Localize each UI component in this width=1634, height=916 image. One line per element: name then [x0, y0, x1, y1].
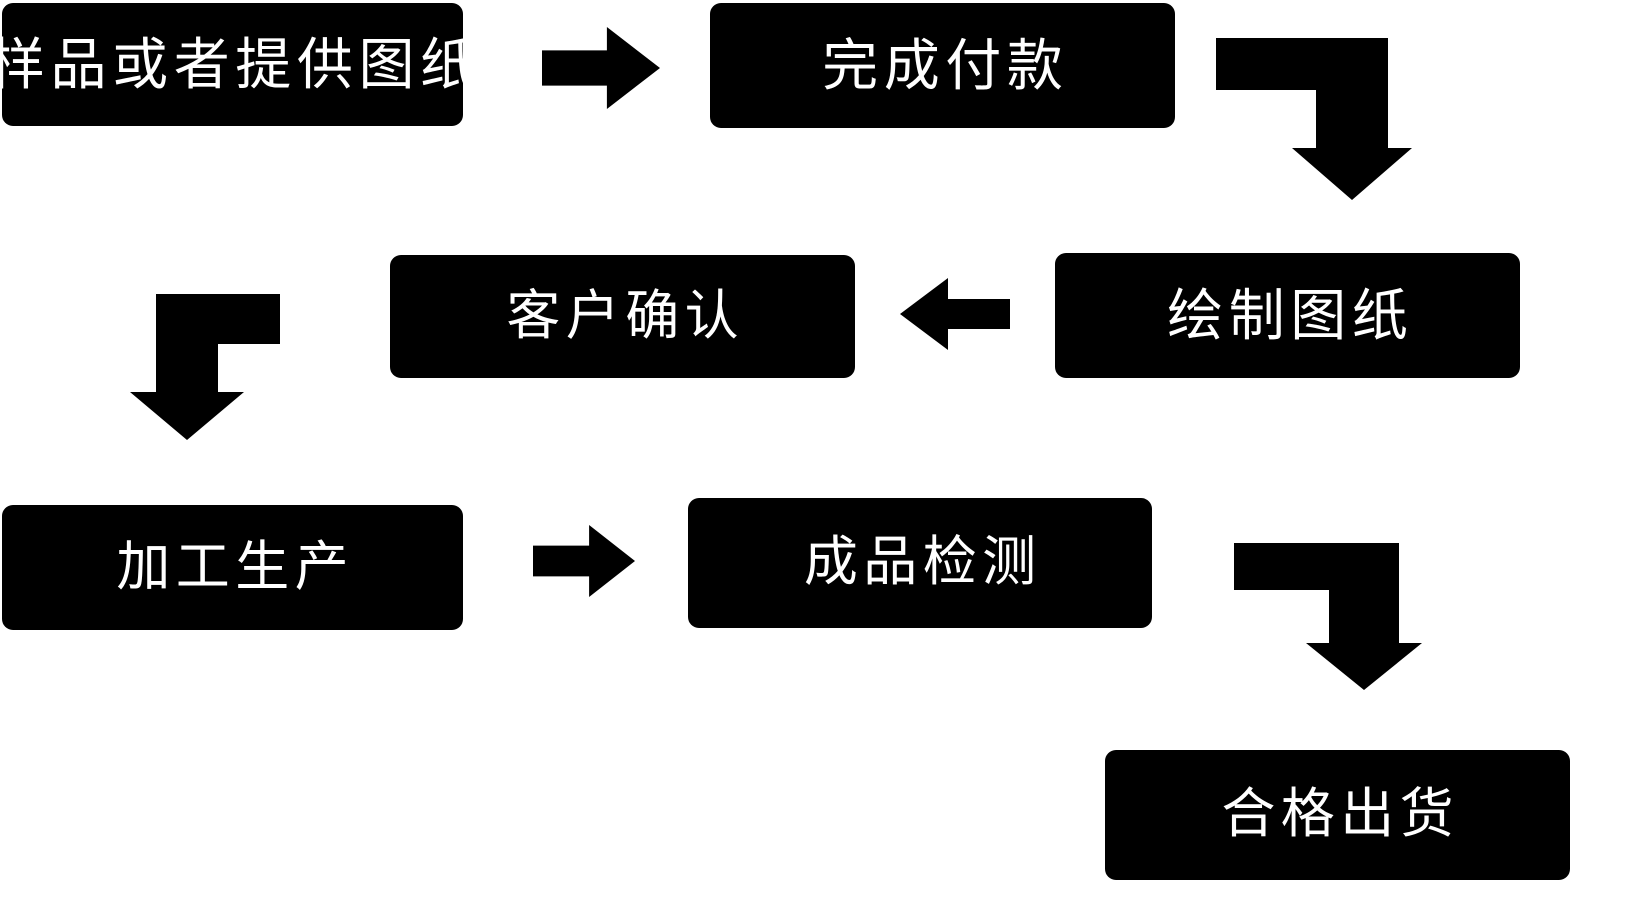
elbow-arrow-right-down-row1-icon [1216, 38, 1412, 200]
flow-node-qualified-shipment[interactable]: 合格出货 [1105, 750, 1570, 880]
arrow-right-row1-icon [542, 27, 660, 109]
flow-node-customer-confirm[interactable]: 客户确认 [390, 255, 855, 378]
elbow-arrow-left-down-row2-icon [130, 294, 280, 440]
elbow-arrow-right-down-row3-icon [1234, 543, 1422, 690]
flow-node-label: 加工生产 [116, 536, 354, 597]
flow-node-sample-or-drawing[interactable]: 样品或者提供图纸 [0, 3, 476, 126]
arrow-right-row3-icon [533, 525, 635, 597]
flow-node-label: 完成付款 [822, 33, 1069, 97]
flow-node-label: 绘制图纸 [1167, 283, 1414, 347]
flow-node-draw-drawing[interactable]: 绘制图纸 [1055, 253, 1520, 378]
flow-node-label: 客户确认 [506, 285, 744, 346]
flow-node-label: 样品或者提供图纸 [0, 32, 482, 96]
flow-node-finished-inspection[interactable]: 成品检测 [688, 498, 1152, 628]
arrow-left-row2-icon [900, 278, 1010, 350]
flow-node-production[interactable]: 加工生产 [2, 505, 463, 630]
flow-node-complete-payment[interactable]: 完成付款 [710, 3, 1175, 128]
flow-node-label: 合格出货 [1221, 784, 1459, 845]
flow-node-label: 成品检测 [803, 532, 1042, 593]
